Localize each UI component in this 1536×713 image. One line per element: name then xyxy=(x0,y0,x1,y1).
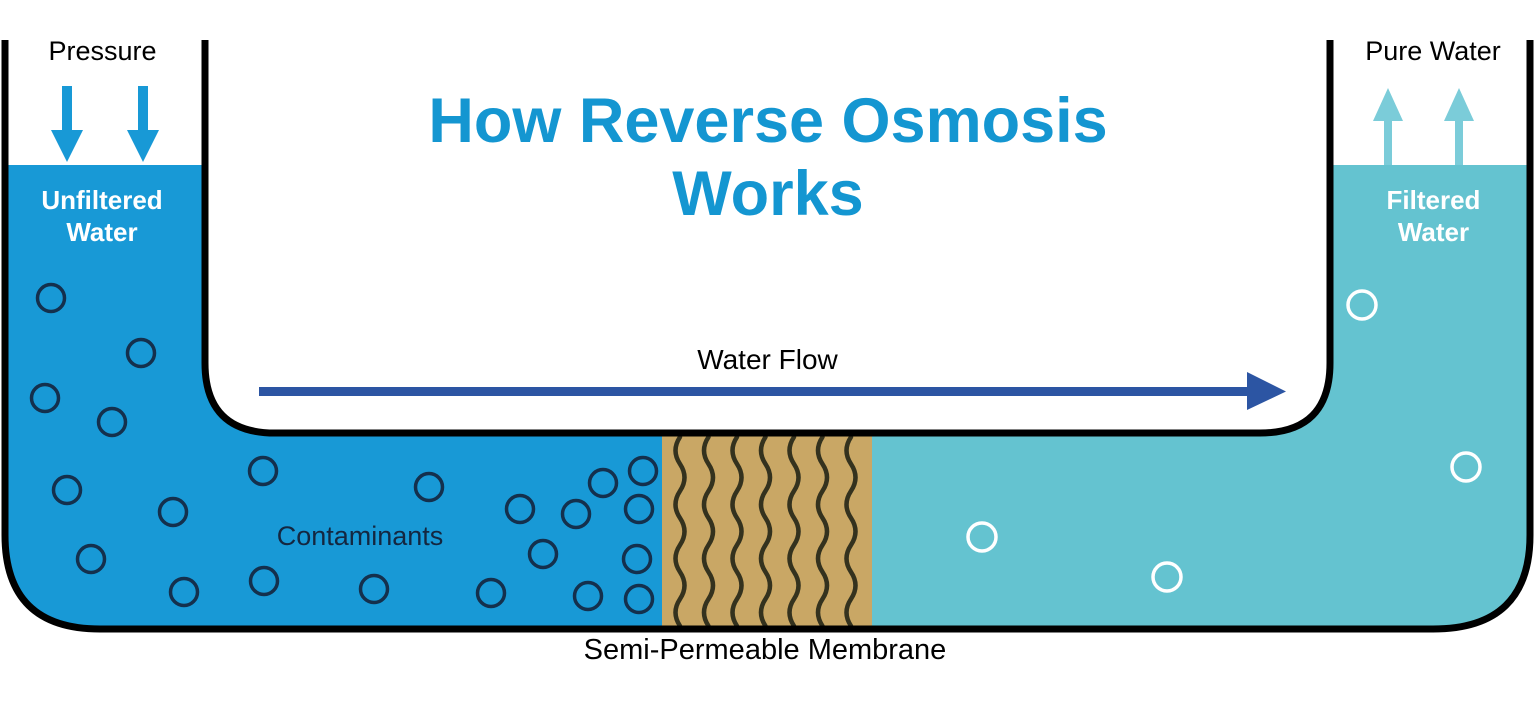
contaminant-particle xyxy=(96,406,128,438)
contaminant-particle xyxy=(75,543,107,575)
tube-outer-wall xyxy=(1,40,1534,633)
water-bubble xyxy=(1151,561,1183,593)
membrane-wave-line xyxy=(730,434,744,629)
contaminant-particle xyxy=(35,282,67,314)
membrane-wave-line xyxy=(673,434,687,629)
contaminant-particle xyxy=(627,455,659,487)
filtered-water-body xyxy=(869,165,1530,629)
pure-water-label: Pure Water xyxy=(1365,36,1501,66)
unfiltered-water-body xyxy=(5,165,665,629)
contaminant-particle xyxy=(621,543,653,575)
contaminants-label: Contaminants xyxy=(276,521,444,551)
pressure-arrow-left-icon xyxy=(51,86,83,162)
contaminant-particle xyxy=(504,493,536,525)
water-bubble xyxy=(1346,289,1378,321)
page-title: How Reverse Osmosis Works xyxy=(428,86,1108,229)
contaminant-particle xyxy=(413,471,445,503)
contaminant-particle xyxy=(572,580,604,612)
membrane-wave-line xyxy=(701,434,716,629)
pure-water-arrows xyxy=(1373,88,1474,165)
tube-inner-wall xyxy=(201,40,1334,437)
pressure-label: Pressure xyxy=(48,36,157,66)
contaminant-particle xyxy=(125,337,157,369)
contaminant-particle xyxy=(560,498,592,530)
contaminant-particle xyxy=(51,474,83,506)
membrane-wave-line xyxy=(758,434,773,629)
contaminant-particle xyxy=(623,583,655,615)
filtered-water-label: Filtered Water xyxy=(1386,185,1481,247)
water-flow-label: Water Flow xyxy=(697,344,838,375)
contaminant-particle xyxy=(29,382,61,414)
pure-water-arrow-left-icon xyxy=(1373,88,1403,165)
pure-water-arrow-right-icon xyxy=(1444,88,1474,165)
contaminant-particle xyxy=(358,573,390,605)
contaminant-particle xyxy=(587,467,619,499)
contaminant-particle xyxy=(168,576,200,608)
membrane-wave-lines xyxy=(673,434,858,629)
water-flow-arrow-icon xyxy=(259,372,1286,410)
water-bubble xyxy=(1450,451,1482,483)
pressure-arrows xyxy=(51,86,159,162)
membrane-wave-line xyxy=(815,434,830,629)
contaminant-particles xyxy=(29,282,659,615)
contaminant-particle xyxy=(157,496,189,528)
contaminant-particle xyxy=(527,538,559,570)
membrane-label: Semi-Permeable Membrane xyxy=(583,634,947,666)
pressure-arrow-right-icon xyxy=(127,86,159,162)
contaminant-particle xyxy=(623,493,655,525)
membrane-wave-line xyxy=(844,434,858,629)
contaminant-particle xyxy=(248,565,280,597)
contaminant-particle xyxy=(247,455,279,487)
contaminant-particle xyxy=(475,577,507,609)
filtered-water-bubbles xyxy=(966,289,1482,593)
unfiltered-water-label: Unfiltered Water xyxy=(41,185,163,247)
water-bubble xyxy=(966,521,998,553)
membrane-wave-line xyxy=(787,434,801,629)
